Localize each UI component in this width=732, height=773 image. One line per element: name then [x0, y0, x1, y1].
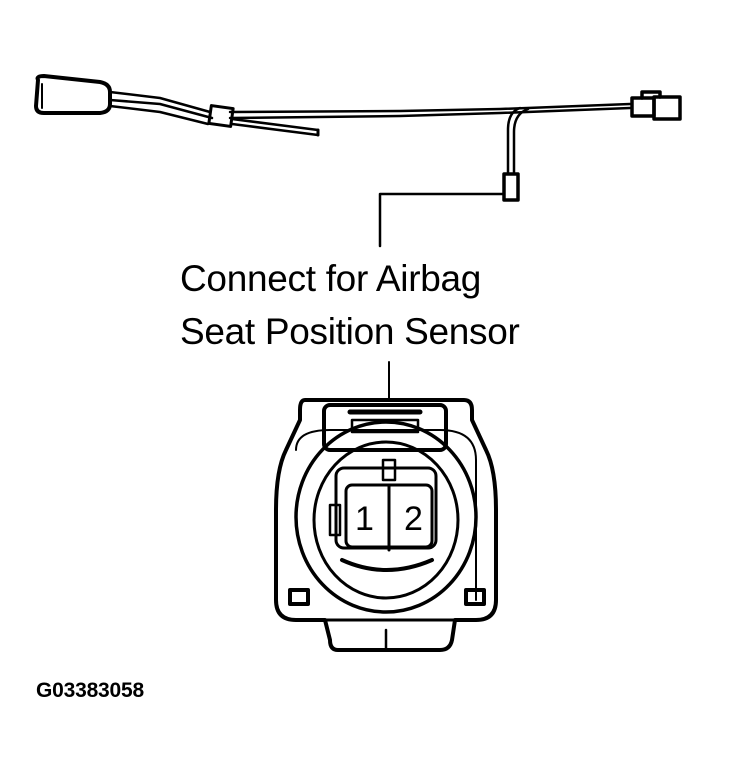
callout-line-1: Connect for Airbag: [180, 258, 482, 299]
leader-line: [378, 192, 506, 248]
pin-2-label: 2: [404, 500, 423, 538]
figure-code: G03383058: [36, 679, 144, 702]
wire-harness: [108, 90, 632, 174]
connector-face-icon: [274, 398, 498, 652]
branch-connector-icon: [502, 172, 520, 202]
pin-1-label: 1: [355, 500, 374, 538]
buckle-icon: [34, 74, 112, 115]
main-connector-icon: [630, 90, 682, 121]
callout-line-2: Seat Position Sensor: [180, 311, 520, 352]
